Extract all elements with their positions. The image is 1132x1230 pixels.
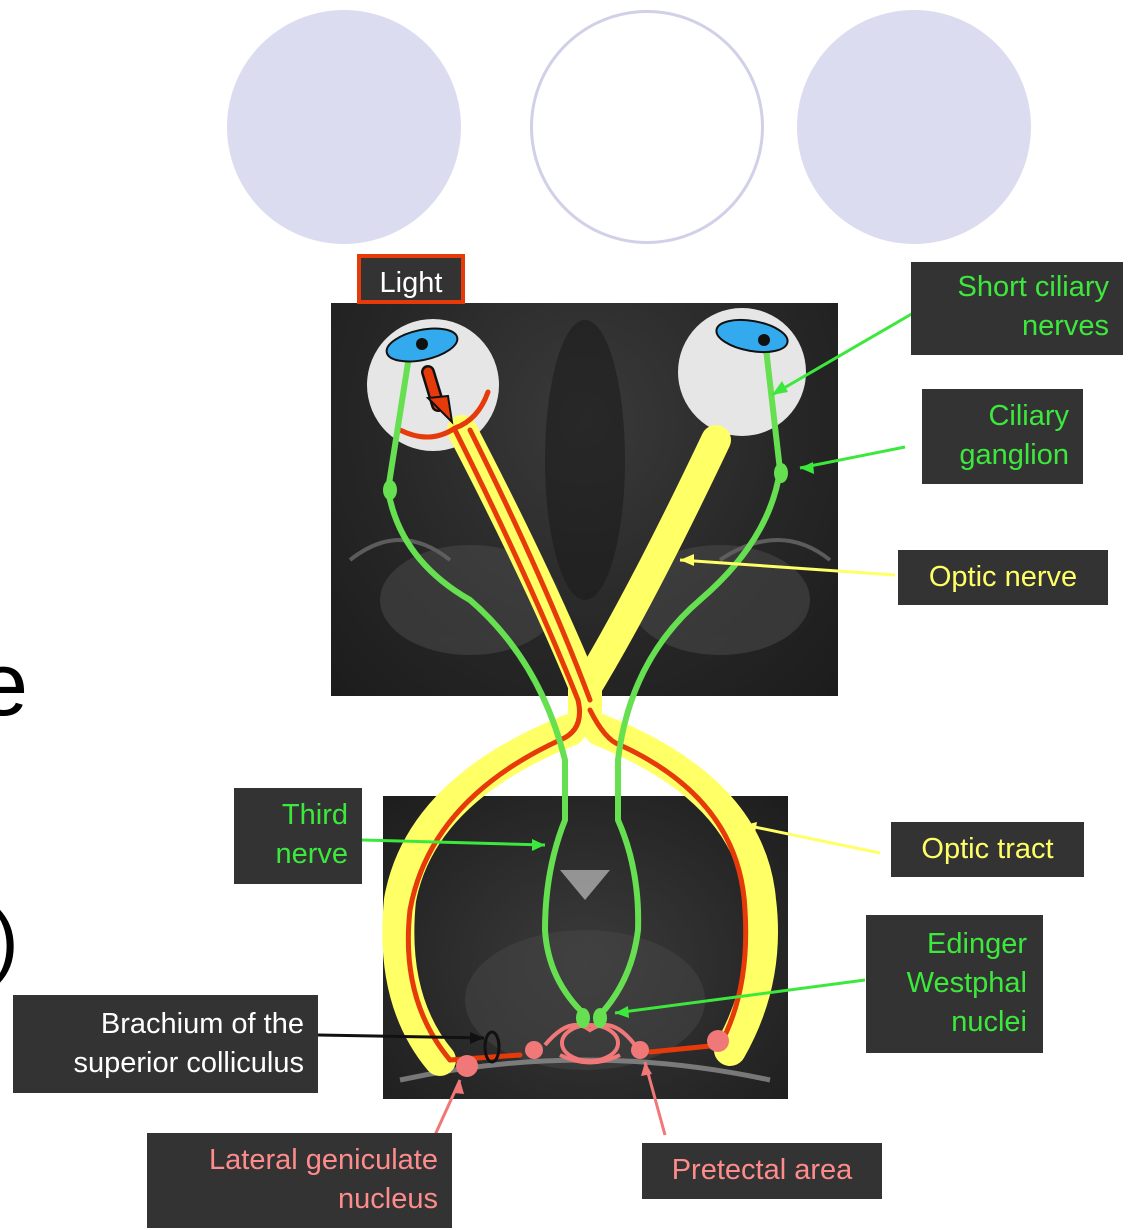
edinger-westphal-nucleus-right [593, 1008, 607, 1028]
label-optic-tract: Optic tract [891, 822, 1084, 877]
left-pretectal-nucleus [525, 1041, 543, 1059]
right-pretectal-nucleus [631, 1041, 649, 1059]
right-ciliary-ganglion [774, 463, 788, 483]
label-third-nerve: Third nerve [234, 788, 362, 884]
label-light: Light [357, 254, 465, 304]
label-optic-nerve: Optic nerve [898, 550, 1108, 605]
label-short-ciliary-nerves: Short ciliary nerves [911, 262, 1123, 355]
label-ciliary-ganglion: Ciliary ganglion [922, 389, 1083, 484]
edinger-westphal-nucleus-left [576, 1008, 590, 1028]
left-ciliary-ganglion [383, 480, 397, 500]
right-lateral-geniculate-dot [707, 1030, 729, 1052]
label-edinger-westphal-nuclei: Edinger Westphal nuclei [866, 915, 1043, 1053]
label-brachium-superior-colliculus: Brachium of the superior colliculus [13, 995, 318, 1093]
label-lateral-geniculate-nucleus: Lateral geniculate nucleus [147, 1133, 452, 1228]
label-pretectal-area: Pretectal area [642, 1143, 882, 1199]
left-lateral-geniculate-dot [456, 1055, 478, 1077]
